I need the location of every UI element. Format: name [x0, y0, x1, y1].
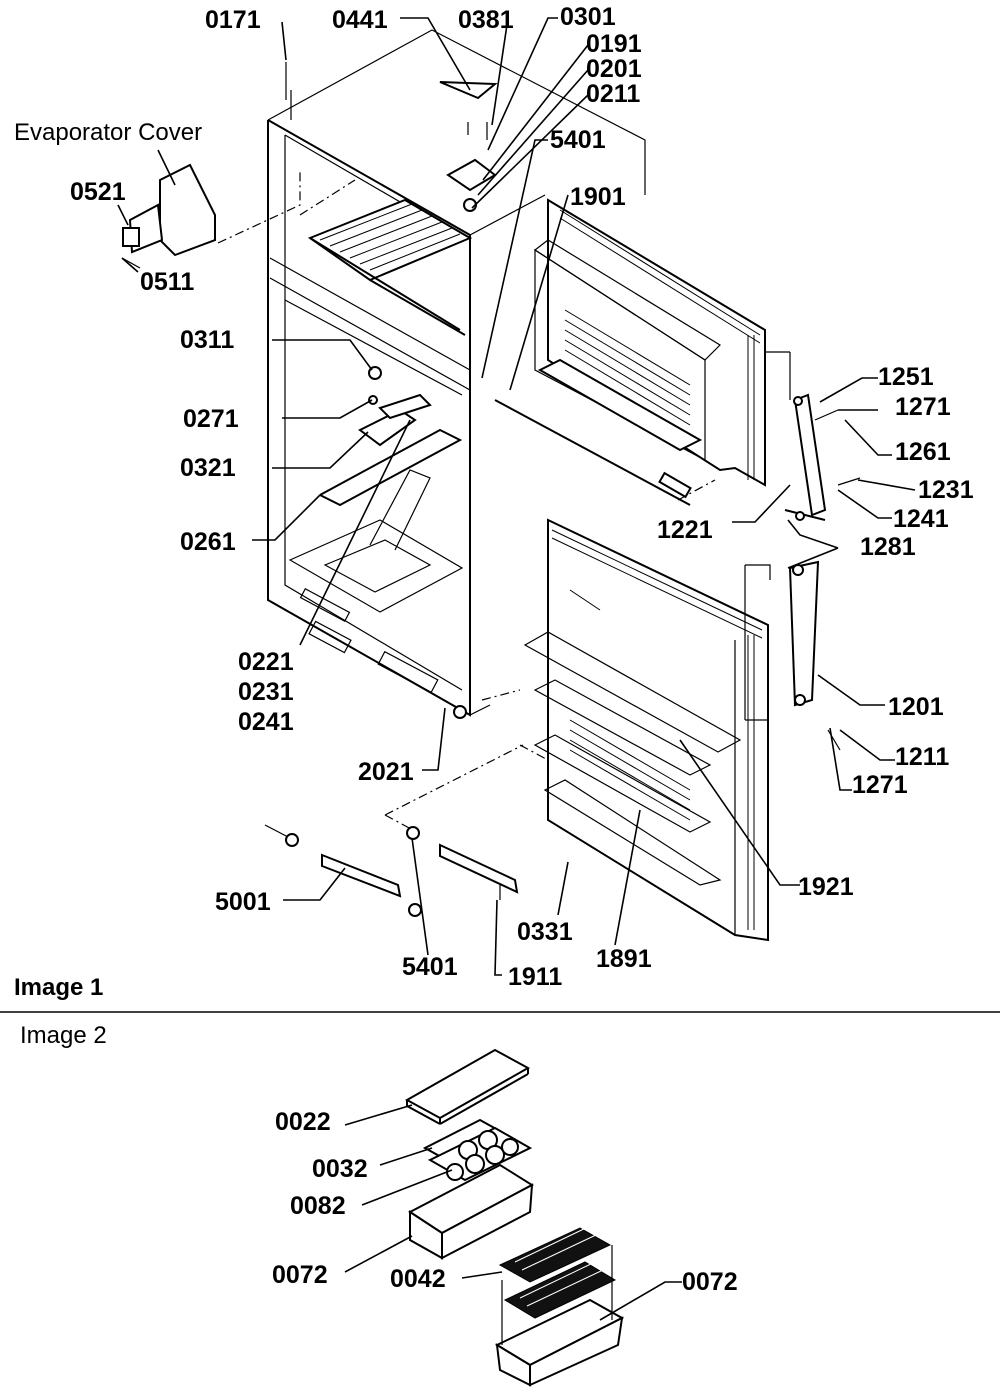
part-label: 0022 — [275, 1108, 331, 1136]
part-label: 0032 — [312, 1155, 368, 1183]
part-label: 0311 — [180, 326, 234, 354]
part-label: 0211 — [586, 80, 640, 108]
part-label: 0072 — [272, 1261, 328, 1289]
part-label: 0271 — [183, 405, 239, 433]
part-label: 1911 — [508, 963, 562, 991]
ice-accessories — [404, 1048, 625, 1387]
cabinet-liner — [217, 29, 646, 719]
part-label: 0171 — [205, 6, 261, 34]
part-label: 0201 — [586, 55, 642, 83]
part-label: 0191 — [586, 30, 642, 58]
part-label: 1231 — [918, 476, 974, 504]
part-label: 1251 — [878, 363, 934, 391]
labels: Image 1 Image 2 Evaporator Cover 0171 04… — [14, 3, 974, 1296]
fresh-food-door — [523, 518, 769, 942]
part-label: 1891 — [596, 945, 652, 973]
part-label: 1271 — [852, 771, 908, 799]
image-1-caption: Image 1 — [14, 974, 103, 1001]
part-label: 0441 — [332, 6, 388, 34]
part-label: 0072 — [682, 1268, 738, 1296]
part-label: 1241 — [893, 505, 949, 533]
part-label: 1921 — [798, 873, 854, 901]
part-label: 0331 — [517, 918, 573, 946]
part-label: 0042 — [390, 1265, 446, 1293]
evaporator-cover-label: Evaporator Cover — [14, 119, 202, 146]
leader-lines — [117, 17, 916, 1321]
image-2-caption: Image 2 — [20, 1022, 107, 1049]
bottom-hinge — [744, 560, 841, 751]
part-label: 1211 — [895, 743, 949, 771]
freezer-door — [494, 198, 766, 506]
part-label: 5001 — [215, 888, 271, 916]
part-label: 1201 — [888, 693, 944, 721]
part-label: 0301 — [560, 3, 616, 31]
door-handles — [264, 689, 549, 917]
center-hinge — [765, 351, 861, 521]
part-label: 1261 — [895, 438, 951, 466]
part-label: 1901 — [570, 183, 626, 211]
part-label: 5401 — [402, 953, 458, 981]
part-label: 1281 — [860, 533, 916, 561]
part-label: 0511 — [140, 268, 194, 296]
part-label: 0241 — [238, 708, 294, 736]
part-label: 0321 — [180, 454, 236, 482]
part-label: 0381 — [458, 6, 514, 34]
part-label: 0221 — [238, 648, 294, 676]
part-label: 5401 — [550, 126, 606, 154]
part-label: 1271 — [895, 393, 951, 421]
part-label: 0261 — [180, 528, 236, 556]
part-label: 0082 — [290, 1192, 346, 1220]
top-hinge — [439, 81, 498, 212]
part-label: 0231 — [238, 678, 294, 706]
part-label: 1221 — [657, 516, 713, 544]
evaporator-cover-part — [121, 163, 216, 269]
part-label: 2021 — [358, 758, 414, 786]
part-label: 0521 — [70, 178, 126, 206]
